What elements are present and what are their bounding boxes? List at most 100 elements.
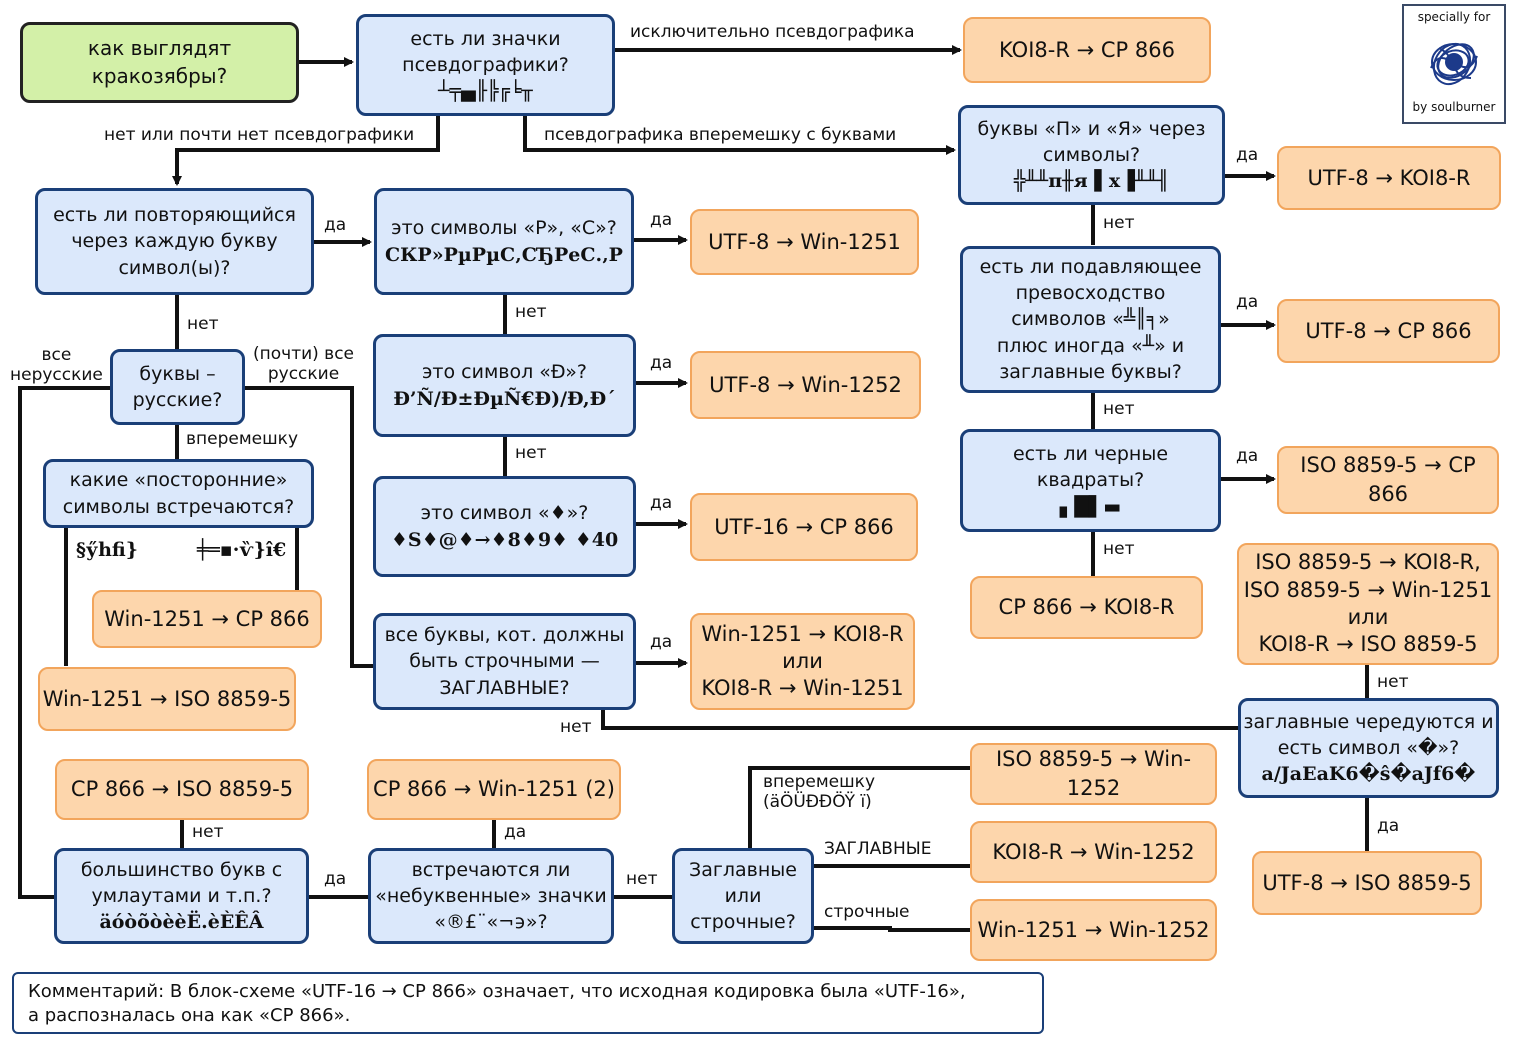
q-foreign-line2: символы встречаются? — [62, 495, 295, 518]
r-1251-koi-line3: KOI8-R → Win-1251 — [701, 676, 904, 701]
q-case-line3: строчные? — [690, 911, 796, 934]
label-yes: да — [324, 869, 347, 889]
label-line: (äÖÜÐÐÖŸ ï) — [763, 792, 872, 813]
label-lowercase: строчные — [824, 902, 910, 922]
label-caps: ЗАГЛАВНЫЕ — [824, 839, 932, 859]
result-label: UTF-8 → KOI8-R — [1307, 165, 1471, 190]
q-black-sample: ▖█▌▬ — [1059, 495, 1122, 518]
result-label: UTF-8 → Win-1251 — [708, 229, 901, 254]
result-label: CP 866 → KOI8-R — [998, 595, 1175, 620]
q-case-line1: Заглавные — [689, 858, 797, 881]
label-yes: да — [1236, 145, 1259, 165]
label-mixed-sample: вперемешку (äÖÜÐÐÖŸ ï) — [763, 772, 875, 813]
comment-line2: а распозналась она как «CP 866». — [28, 1005, 351, 1027]
question-foreign-symbols: какие «посторонние» символы встречаются? — [43, 459, 314, 528]
q-diamond-sample: ♦S♦@♦→♦8♦9♦ ♦40 — [390, 528, 619, 551]
q-rs-line1: это символы «Р», «С»? — [391, 217, 617, 240]
q-overwhelm-line5: заглавные буквы? — [999, 360, 1182, 383]
q-alt-line2: есть символ «�»? — [1277, 736, 1460, 759]
label-line: русские — [267, 364, 340, 385]
q-umlaut-line1: большинство букв с — [80, 858, 283, 881]
label-no: нет — [1103, 213, 1135, 233]
q-russian-line2: русские? — [132, 389, 223, 411]
label-yes: да — [650, 493, 673, 513]
result-label: UTF-8 → Win-1252 — [709, 372, 902, 397]
label-mixed-pseudographics: псевдографика вперемешку с буквами — [544, 125, 897, 145]
label-no: нет — [515, 443, 547, 463]
r-iso-multi-line3: или — [1347, 605, 1389, 629]
result-label: Win-1251 → CP 866 — [104, 606, 310, 631]
label-no: нет — [1377, 672, 1409, 692]
result-cp866-koi8r: CP 866 → KOI8-R — [970, 576, 1203, 639]
result-win1251-win1252: Win-1251 → Win-1252 — [970, 899, 1217, 961]
label-no: нет — [560, 717, 592, 737]
result-label: KOI8-R → Win-1252 — [992, 839, 1195, 864]
q-pya-line2: символы? — [1042, 143, 1141, 166]
foreign-sample-left: §ӳhfi} — [76, 539, 138, 561]
stamp-top-text: specially for — [1417, 10, 1491, 24]
result-iso88595-cp866: ISO 8859-5 → CP 866 — [1277, 446, 1499, 514]
result-win1251-iso88595: Win-1251 → ISO 8859-5 — [38, 667, 296, 731]
q-nonletter-line2: «небуквенные» значки — [375, 884, 607, 907]
label-no: нет — [1103, 399, 1135, 419]
label-yes: да — [650, 632, 673, 652]
q-diamond-line1: это символ «♦»? — [420, 502, 589, 525]
label-no: нет — [187, 314, 219, 334]
label-yes: да — [504, 822, 527, 842]
r-iso-multi-line1: ISO 8859-5 → KOI8-R, — [1255, 550, 1481, 575]
scribble-logo-icon — [1430, 42, 1478, 86]
result-koi8r-win1252: KOI8-R → Win-1252 — [970, 821, 1217, 883]
label-almost-russian: (почти) все русские — [253, 344, 354, 385]
result-utf8-win1252: UTF-8 → Win-1252 — [690, 351, 921, 419]
start-box: как выглядят кракозябры? — [20, 22, 299, 103]
result-utf8-koi8r: UTF-8 → KOI8-R — [1277, 146, 1501, 210]
comment-line1: Комментарий: В блок-схеме «UTF-16 → CP 8… — [28, 981, 966, 1002]
q-nonletter-line1: встречаются ли — [411, 858, 571, 881]
label-yes: да — [1236, 446, 1259, 466]
q-pseudo-sample: ┴╤▄╟╠╔╘╥ — [438, 80, 533, 103]
label-only-pseudographics: исключительно псевдографика — [630, 22, 915, 42]
result-iso88595-win1252: ISO 8859-5 → Win-1252 — [970, 743, 1217, 805]
label-no: нет — [1103, 539, 1135, 559]
r-1251-koi-line2: или — [782, 648, 823, 673]
label-yes: да — [1377, 816, 1400, 836]
result-koi8r-cp866: KOI8-R → CP 866 — [963, 17, 1211, 83]
label-yes: да — [324, 215, 347, 235]
q-upper-line2: быть строчными — — [409, 650, 600, 673]
result-win1251-cp866: Win-1251 → CP 866 — [92, 590, 322, 648]
question-d-symbol: это символ «Ð»? Ð’Ñ/Ð±ÐµÑ€Ð)/Ð,Ð´ — [373, 334, 636, 437]
label-no: нет — [515, 302, 547, 322]
q-umlaut-sample: äóòõòèèË.èÈÊÂ — [99, 911, 264, 934]
start-line2: кракозябры? — [91, 63, 228, 88]
result-label: ISO 8859-5 → CP 866 — [1300, 453, 1476, 506]
r-iso-multi-line2: ISO 8859-5 → Win-1251 — [1243, 577, 1493, 602]
result-label: UTF-8 → CP 866 — [1305, 318, 1472, 343]
label-all-nonrussian: все нерусские — [10, 345, 103, 386]
q-overwhelm-line3: символов «╩║╕» — [1011, 308, 1170, 331]
q-case-line2: или — [724, 884, 762, 907]
question-p-ya-symbols: буквы «П» и «Я» через символы? ╬╨╨п╫я ▌х… — [958, 105, 1225, 205]
result-utf16-cp866: UTF-16 → CP 866 — [690, 493, 918, 561]
q-repeat-line3: символ(ы)? — [118, 256, 231, 279]
label-no-pseudographics: нет или почти нет псевдографики — [104, 125, 415, 145]
label-line: все — [41, 345, 72, 365]
question-repeating-symbol: есть ли повторяющийся через каждую букву… — [35, 188, 314, 295]
r-1251-koi-line1: Win-1251 → KOI8-R — [701, 621, 904, 646]
q-rs-sample: СКР»РµРµС‚СЂРеС.‚Р — [385, 243, 623, 266]
start-line1: как выглядят — [87, 35, 232, 60]
label-yes: да — [650, 210, 673, 230]
q-pseudo-line1: есть ли значки — [410, 27, 561, 50]
label-no: нет — [626, 869, 658, 889]
question-pseudographics: есть ли значки псевдографики? ┴╤▄╟╠╔╘╥ — [356, 14, 615, 116]
result-cp866-iso88595: CP 866 → ISO 8859-5 — [55, 759, 309, 820]
result-utf8-iso88595: UTF-8 → ISO 8859-5 — [1252, 851, 1482, 915]
result-cp866-win1251-2: CP 866 → Win-1251 (2) — [367, 759, 621, 820]
result-label: CP 866 → ISO 8859-5 — [70, 777, 294, 802]
q-d-line1: это символ «Ð»? — [421, 361, 588, 384]
question-alternating-caps: заглавные чередуются и есть символ «�»? … — [1238, 698, 1499, 798]
question-russian-letters: буквы – русские? — [110, 349, 245, 425]
question-upper-or-lower: Заглавные или строчные? — [672, 848, 814, 944]
label-line: вперемешку — [763, 772, 876, 792]
q-repeat-line2: через каждую букву — [71, 230, 278, 253]
